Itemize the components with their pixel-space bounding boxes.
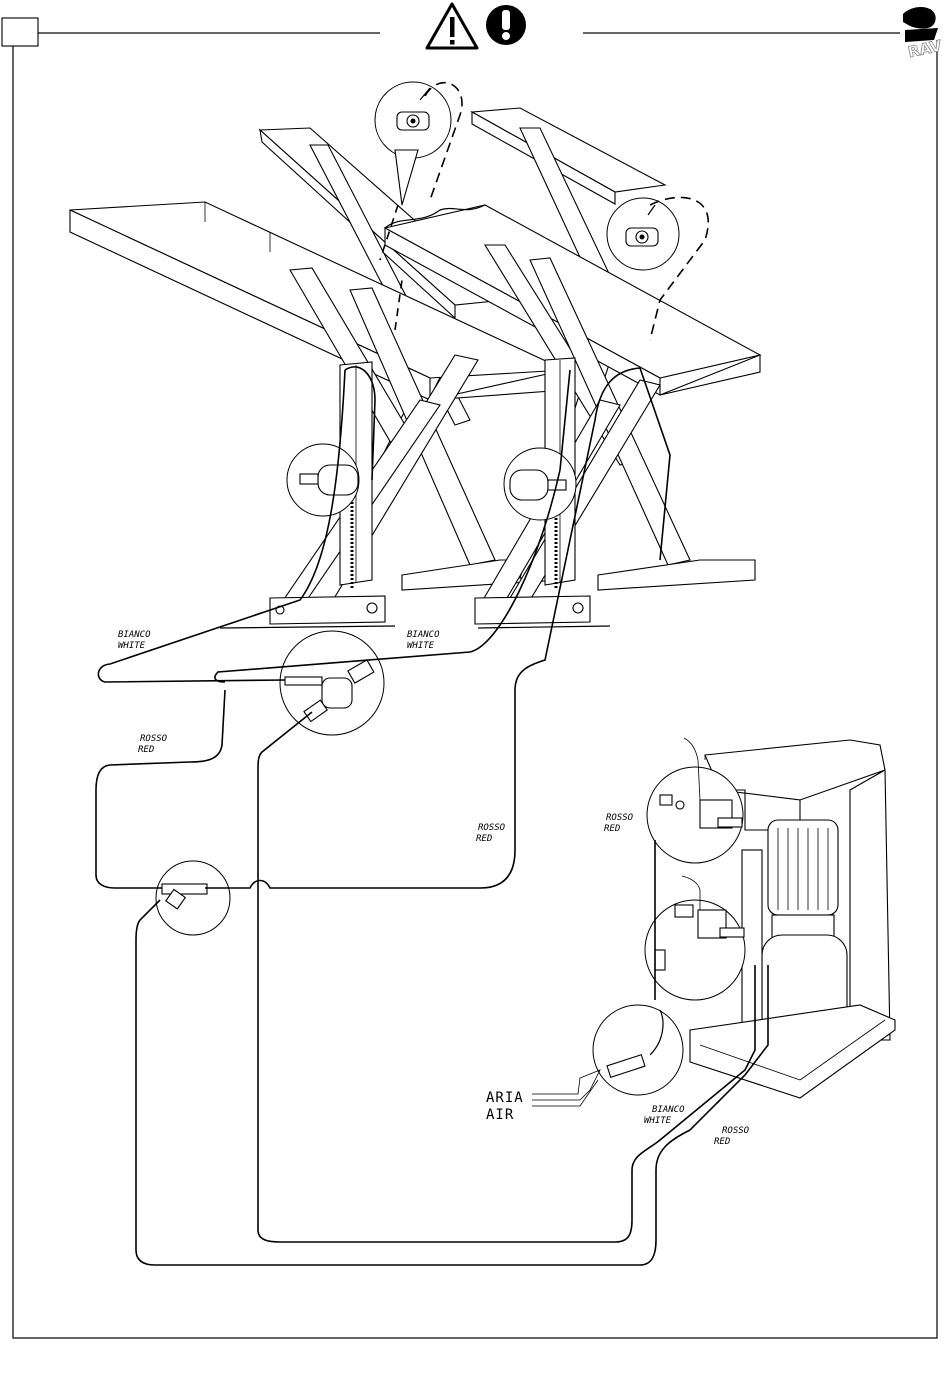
label-red-bottom: ROSSO RED	[714, 1126, 750, 1147]
svg-text:ARIA: ARIA	[486, 1090, 524, 1106]
scissor-lift-left	[70, 128, 565, 628]
label-air: ARIA AIR	[486, 1090, 524, 1123]
svg-text:BIANCO: BIANCO	[118, 630, 151, 640]
svg-text:ROSSO: ROSSO	[478, 823, 506, 833]
detail-air-inlet	[593, 1005, 683, 1095]
figure-number-box	[2, 18, 38, 46]
label-red-middle: ROSSO RED	[476, 823, 506, 844]
label-white-bottom: BIANCO WHITE	[644, 1105, 685, 1126]
detail-lock-valve-left	[375, 82, 451, 205]
svg-text:WHITE: WHITE	[118, 641, 146, 651]
svg-text:ROSSO: ROSSO	[140, 734, 168, 744]
svg-text:WHITE: WHITE	[644, 1116, 672, 1126]
svg-text:RED: RED	[604, 824, 620, 834]
svg-text:ROSSO: ROSSO	[606, 813, 634, 823]
detail-t-junction	[280, 631, 384, 735]
detail-union-fitting	[156, 861, 230, 935]
svg-text:BIANCO: BIANCO	[407, 630, 440, 640]
detail-cylinder-fitting-right	[504, 448, 576, 520]
detail-cylinder-fitting-left	[287, 444, 359, 516]
detail-valve-block-lower	[645, 876, 745, 1000]
svg-text:ROSSO: ROSSO	[722, 1126, 750, 1136]
svg-text:WHITE: WHITE	[407, 641, 435, 651]
label-white-right: BIANCO WHITE	[407, 630, 440, 651]
svg-text:RED: RED	[714, 1137, 730, 1147]
svg-text:RED: RED	[138, 745, 154, 755]
label-red-left: ROSSO RED	[138, 734, 168, 755]
exclamation-circle-icon	[486, 5, 526, 45]
label-red-unit: ROSSO RED	[604, 813, 634, 834]
detail-lock-valve-right	[607, 198, 679, 270]
svg-text:BIANCO: BIANCO	[652, 1105, 685, 1115]
svg-text:RED: RED	[476, 834, 492, 844]
label-white-left: BIANCO WHITE	[118, 630, 151, 651]
svg-text:AIR: AIR	[486, 1107, 514, 1123]
